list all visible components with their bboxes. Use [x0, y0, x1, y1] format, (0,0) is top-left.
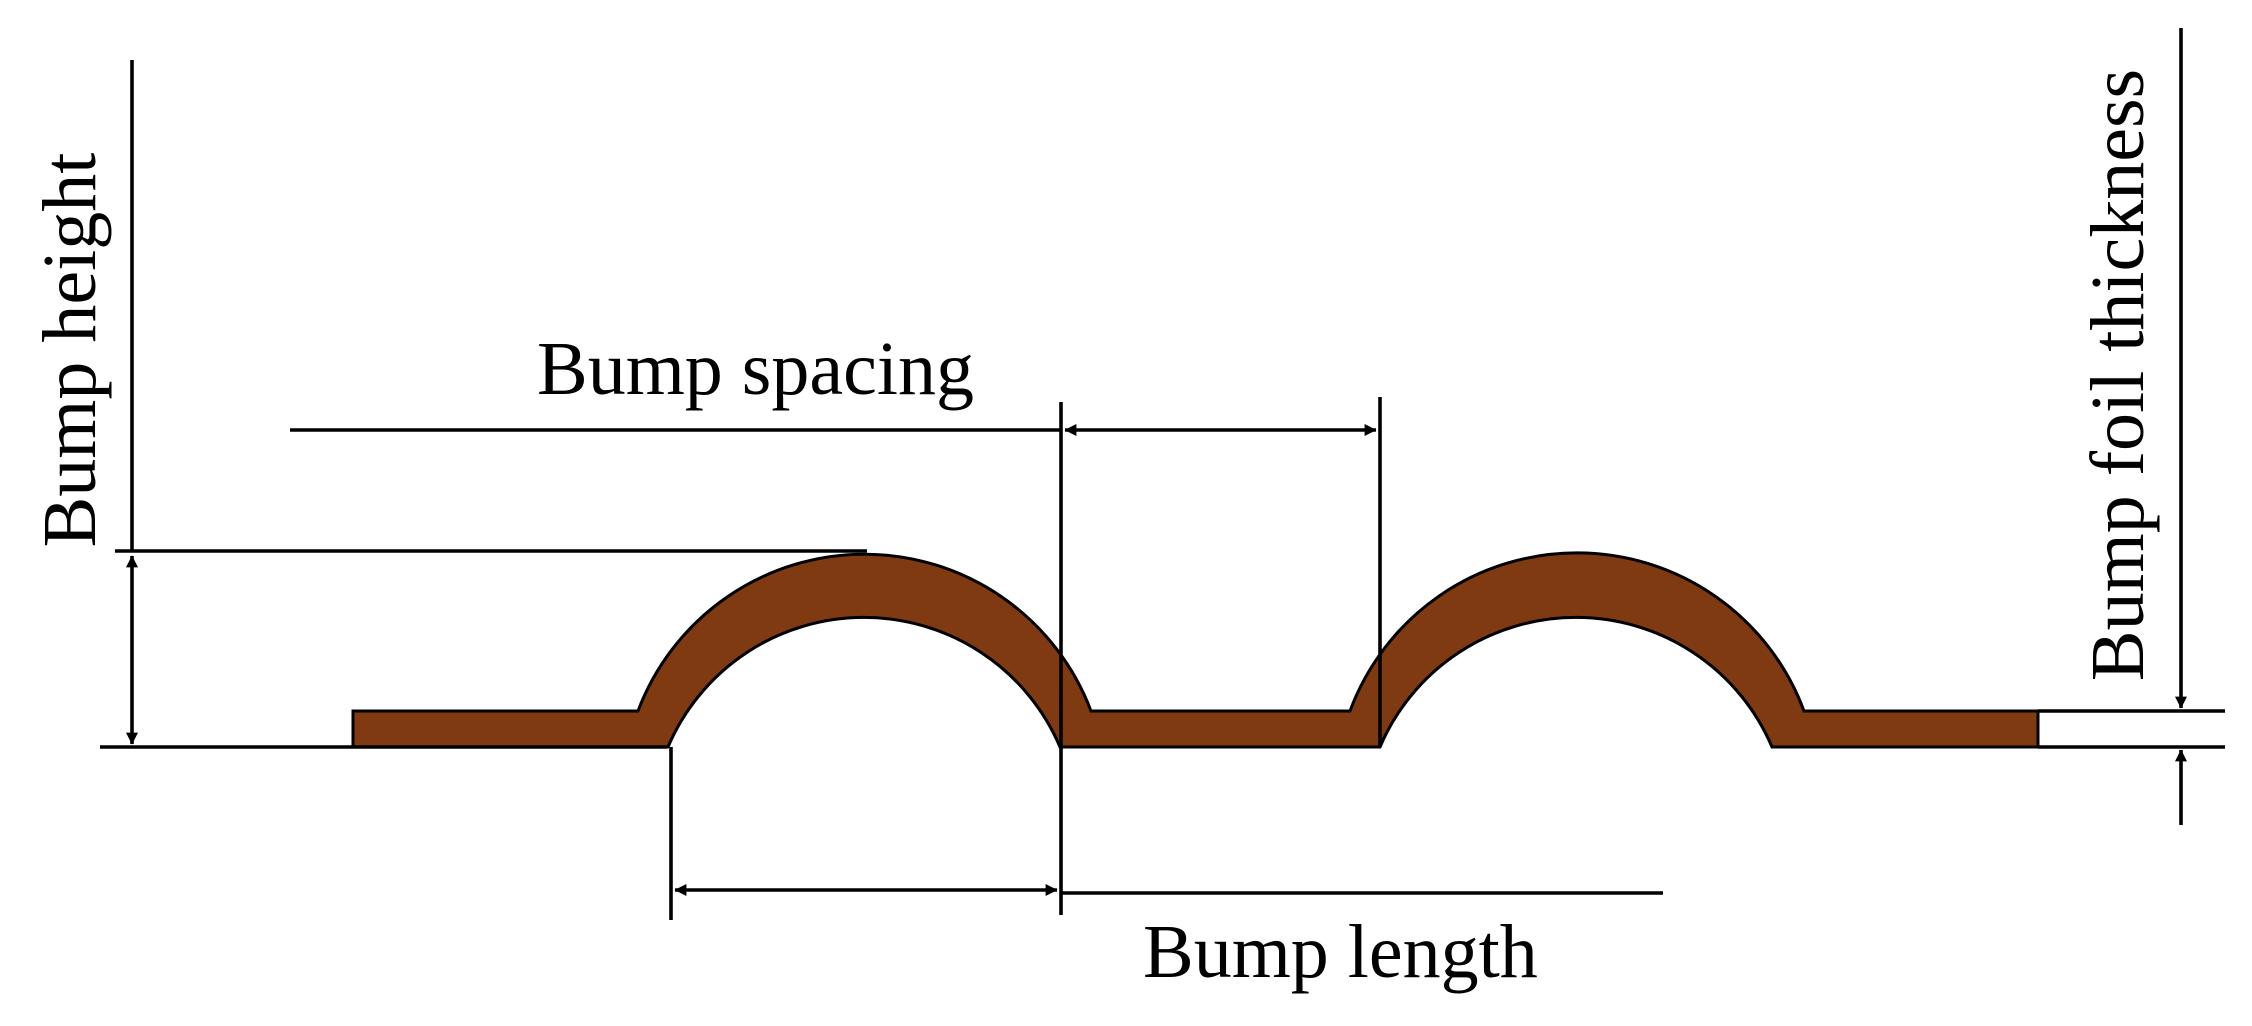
bump-spacing-label: Bump spacing	[537, 327, 974, 411]
bump-length-label: Bump length	[1143, 910, 1538, 994]
bump-height-label: Bump height	[28, 153, 112, 548]
bump-foil-profile	[351, 551, 2040, 749]
foil-thickness-label: Bump foil thickness	[2076, 69, 2160, 681]
